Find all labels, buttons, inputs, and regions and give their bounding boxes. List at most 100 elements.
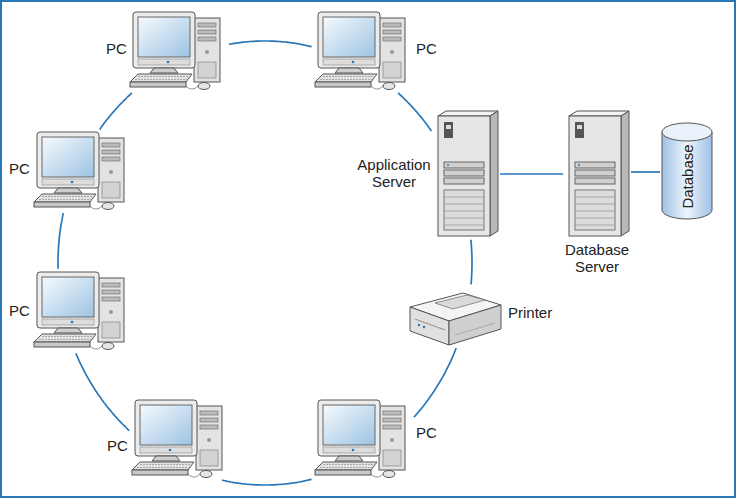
device-label: PC <box>416 40 437 57</box>
icon-part <box>379 18 405 82</box>
icon-part <box>383 30 401 34</box>
pc-icon <box>313 10 413 92</box>
icon-part <box>352 449 355 452</box>
device-node: PC <box>7 128 134 214</box>
icon-part <box>102 182 120 198</box>
icon-part <box>42 319 94 325</box>
icon-part <box>39 197 93 200</box>
icon-part <box>42 277 94 317</box>
icon-part <box>39 337 93 340</box>
icon-part <box>379 406 405 470</box>
icon-part <box>575 170 615 176</box>
icon-part <box>575 197 615 225</box>
icon-part <box>621 111 629 236</box>
icon-part <box>662 123 712 141</box>
icon-part <box>102 203 114 210</box>
network-link <box>100 93 132 129</box>
network-link <box>414 348 456 417</box>
icon-part <box>315 82 371 87</box>
icon-part <box>444 190 484 230</box>
icon-part <box>444 197 484 225</box>
icon-part <box>577 125 582 129</box>
icon-part <box>198 30 216 34</box>
device-label: PC <box>416 424 437 441</box>
pc-icon <box>32 270 132 352</box>
icon-part <box>335 456 363 461</box>
device-node: PC <box>104 8 230 94</box>
icon-part <box>200 471 212 478</box>
network-link <box>229 41 312 47</box>
icon-part <box>575 122 584 138</box>
icon-part <box>186 86 198 89</box>
printer-icon <box>405 285 505 347</box>
icon-part <box>188 474 200 477</box>
icon-part <box>207 438 211 442</box>
icon-part <box>569 111 629 116</box>
icon-part <box>415 319 445 330</box>
icon-part <box>130 82 186 87</box>
icon-part <box>54 328 82 333</box>
icon-part <box>102 297 120 301</box>
device-node: PC <box>311 8 439 94</box>
icon-part <box>410 307 449 345</box>
device-label: PC <box>9 160 30 177</box>
icon-part <box>152 456 180 461</box>
icon-part <box>323 405 375 445</box>
icon-part <box>438 116 490 236</box>
icon-part <box>42 179 94 185</box>
icon-part <box>198 37 216 41</box>
icon-part <box>383 411 401 415</box>
icon-part <box>102 290 120 294</box>
icon-part <box>444 162 484 168</box>
icon-part <box>71 321 74 324</box>
icon-part <box>98 278 124 342</box>
icon-part <box>137 465 191 468</box>
icon-part <box>335 68 363 73</box>
network-link <box>398 93 431 131</box>
icon-part <box>449 305 501 345</box>
icon-part <box>34 342 90 347</box>
icon-part <box>318 12 380 68</box>
network-link <box>76 353 129 430</box>
icon-part <box>90 206 102 209</box>
icon-part <box>447 164 449 166</box>
device-node: Printer <box>403 283 554 349</box>
icon-part <box>34 202 90 207</box>
icon-part <box>102 343 114 350</box>
icon-part <box>446 125 451 129</box>
icon-part <box>102 322 120 338</box>
icon-part <box>418 324 420 326</box>
device-node: Database Server <box>554 108 640 277</box>
icon-part <box>98 138 124 202</box>
network-link <box>471 240 472 284</box>
icon-part <box>130 74 192 82</box>
icon-part <box>315 74 377 82</box>
device-node: PC <box>105 396 232 482</box>
device-label: PC <box>9 302 30 319</box>
device-node: Application Server <box>351 108 502 240</box>
icon-part <box>132 470 188 475</box>
icon-part <box>71 181 74 184</box>
icon-part <box>109 170 113 174</box>
icon-part <box>37 132 99 188</box>
icon-part <box>102 150 120 154</box>
icon-part <box>200 425 218 429</box>
icon-part <box>383 471 395 478</box>
icon-part <box>200 418 218 422</box>
icon-part <box>169 449 172 452</box>
icon-part <box>205 50 209 54</box>
pc-icon <box>130 398 230 480</box>
icon-part <box>138 59 190 65</box>
icon-part <box>390 438 394 442</box>
icon-part <box>102 157 120 161</box>
icon-part <box>135 77 189 80</box>
pc-icon <box>313 398 413 480</box>
device-node: PC <box>311 396 439 482</box>
icon-part <box>575 162 615 168</box>
icon-part <box>383 418 401 422</box>
icon-part <box>383 450 401 466</box>
icon-part <box>198 23 216 27</box>
icon-part <box>150 68 178 73</box>
icon-part <box>198 62 216 78</box>
icon-part <box>371 474 383 477</box>
